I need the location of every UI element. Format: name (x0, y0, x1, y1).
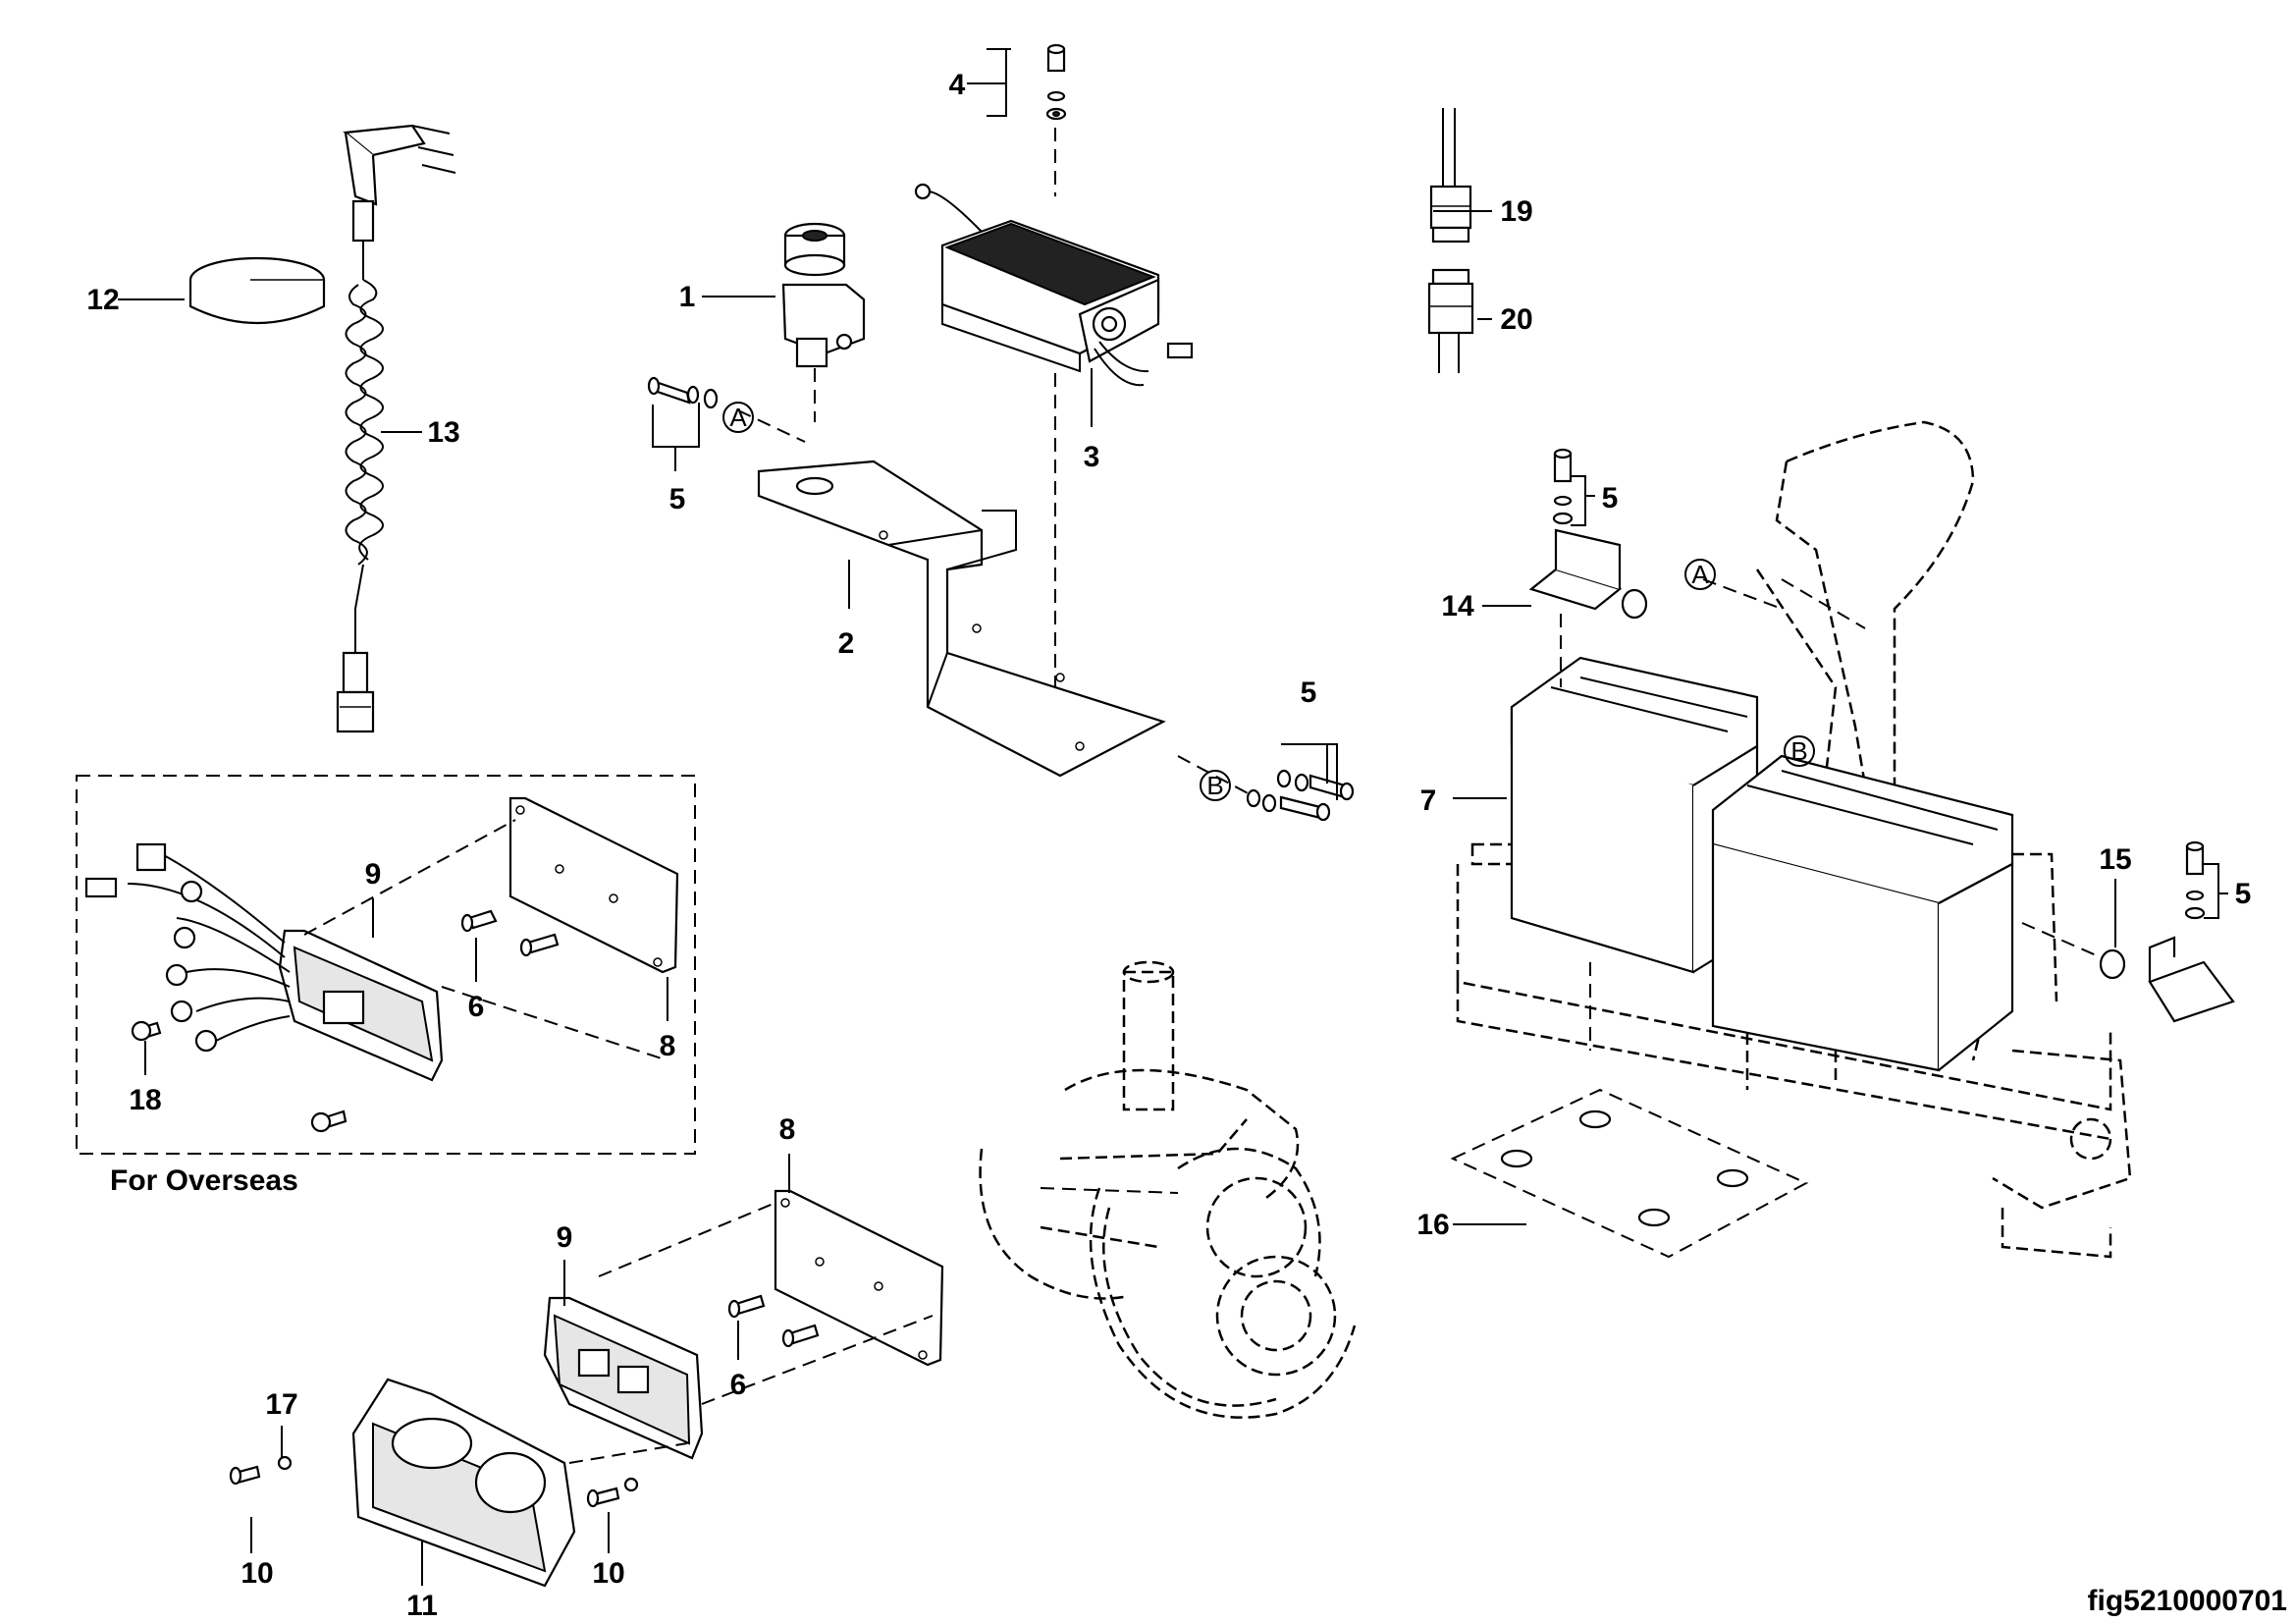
callout-1: 1 (679, 281, 696, 313)
ref-mark-a-left: A (722, 402, 754, 433)
callout-6-lower: 6 (730, 1369, 747, 1401)
callout-3: 3 (1084, 441, 1100, 473)
ref-mark-b-left: B (1200, 770, 1231, 801)
callout-18: 18 (129, 1084, 161, 1116)
plate-overseas-part-8 (508, 796, 679, 974)
fasteners-part-4 (1045, 43, 1067, 121)
connector-part-20 (1427, 268, 1474, 373)
drive-unit-outline (979, 960, 1357, 1419)
cap-part-12 (188, 256, 326, 324)
callout-9-lower: 9 (557, 1221, 573, 1254)
callout-10-left: 10 (240, 1557, 273, 1590)
callout-20: 20 (1500, 303, 1532, 336)
battery-part-7-right (1711, 754, 2014, 1072)
fasteners-part-5-right-mid (2184, 840, 2206, 920)
callout-10-right: 10 (592, 1557, 624, 1590)
bracket-part-2 (757, 460, 1166, 778)
svg-text:A: A (1691, 560, 1709, 589)
svg-text:B: B (1790, 736, 1807, 766)
fasteners-part-5-lower (1246, 769, 1355, 822)
callout-16: 16 (1416, 1209, 1449, 1241)
callout-17: 17 (265, 1388, 297, 1421)
svg-text:B: B (1206, 771, 1223, 800)
callout-5-right-top: 5 (1602, 482, 1619, 514)
figure-id: fig5210000701 (2088, 1585, 2288, 1617)
callout-15: 15 (2099, 843, 2131, 876)
callout-8-overseas: 8 (660, 1030, 676, 1062)
screws-overseas (131, 909, 560, 1133)
plate-part-16 (1450, 1088, 1809, 1259)
callout-7: 7 (1420, 784, 1437, 817)
screws-lower (229, 1294, 820, 1508)
callout-8-lower: 8 (779, 1113, 796, 1146)
charger-part-3 (914, 183, 1194, 387)
callout-2: 2 (838, 627, 855, 660)
callout-6-overseas: 6 (468, 991, 485, 1023)
overseas-box (76, 775, 696, 1155)
callout-4: 4 (949, 69, 966, 101)
bracket-part-15 (2099, 936, 2235, 1023)
bracket-part-14 (1528, 528, 1648, 620)
cover-part-11 (351, 1378, 576, 1588)
callout-9-overseas: 9 (365, 858, 382, 891)
callout-14: 14 (1441, 590, 1474, 622)
key-switch-part-1 (781, 222, 866, 368)
controller-part-9 (543, 1296, 704, 1460)
svg-text:A: A (729, 403, 747, 432)
callout-5-right-mid: 5 (2235, 878, 2252, 910)
callout-19: 19 (1500, 195, 1532, 228)
callout-12: 12 (86, 284, 119, 316)
callout-11: 11 (406, 1590, 438, 1622)
controller-overseas-part-9 (84, 842, 444, 1082)
ref-mark-b-right: B (1784, 735, 1815, 767)
ref-mark-a-right: A (1684, 559, 1716, 590)
callout-5-bracket: 5 (669, 483, 686, 515)
power-cord-part-13 (336, 124, 456, 733)
callout-13: 13 (427, 416, 459, 449)
fasteners-part-5-bracket (647, 376, 719, 409)
leader-lines (118, 48, 2228, 1586)
caption-for-overseas: For Overseas (110, 1164, 298, 1197)
connector-part-19 (1429, 108, 1472, 243)
callout-5-lower: 5 (1301, 676, 1317, 709)
fasteners-part-5-right-top (1552, 448, 1574, 525)
explosion-lines (303, 128, 2102, 1464)
